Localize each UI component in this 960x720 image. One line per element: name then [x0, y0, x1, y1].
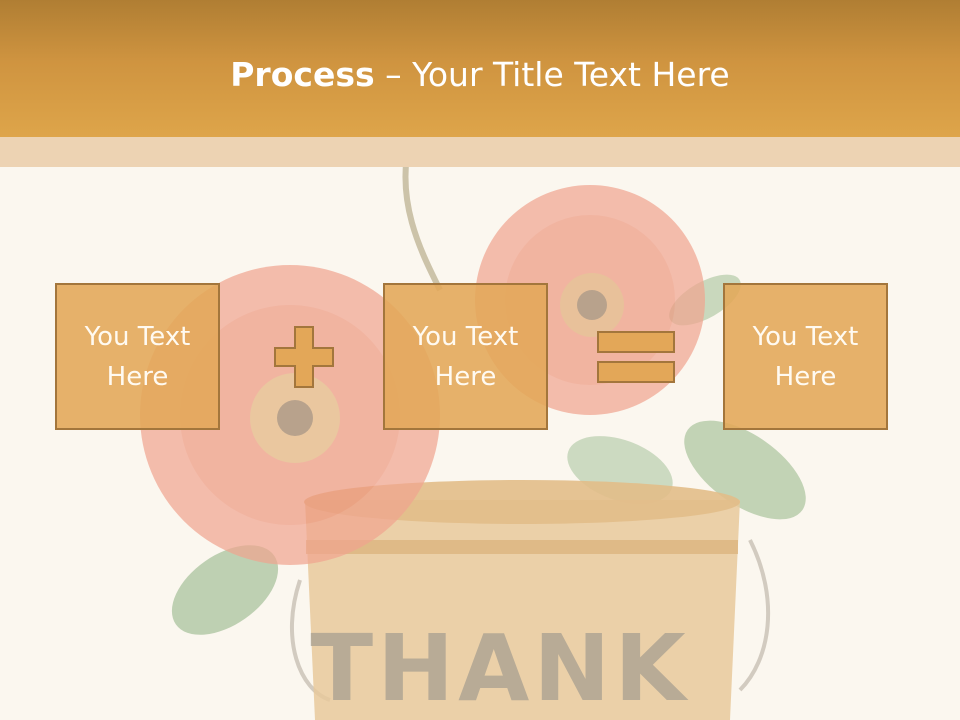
title-bar [0, 0, 960, 137]
title-bar-strip [0, 137, 960, 167]
title-bold: Process [230, 55, 375, 94]
plus-icon [274, 326, 334, 388]
process-box-3[interactable]: You Text Here [723, 283, 888, 430]
process-box-3-label: You Text Here [752, 321, 859, 392]
title-rest: – Your Title Text Here [374, 55, 730, 94]
process-box-2[interactable]: You Text Here [383, 283, 548, 430]
equals-icon [597, 331, 675, 383]
svg-text:THANK: THANK [310, 615, 689, 720]
process-box-2-label: You Text Here [412, 321, 519, 392]
process-box-1-label: You Text Here [84, 321, 191, 392]
process-box-1[interactable]: You Text Here [55, 283, 220, 430]
slide-title: Process – Your Title Text Here [0, 50, 960, 100]
